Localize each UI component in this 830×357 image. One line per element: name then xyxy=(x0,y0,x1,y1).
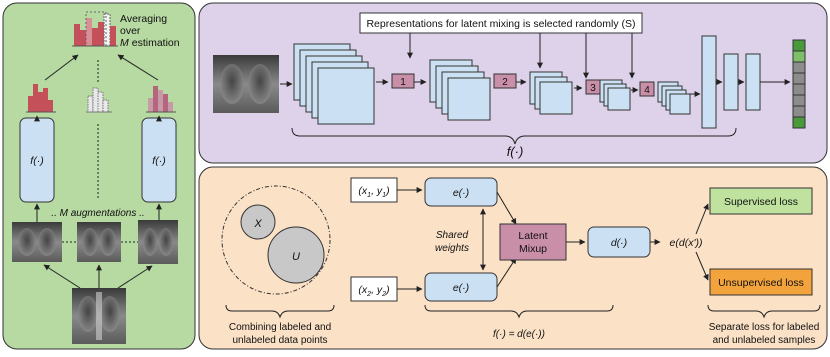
caption-left-line-2: unlabeled data points xyxy=(232,335,327,346)
caption-left-line-1: Combining labeled and xyxy=(229,322,331,333)
selection-note-text: Representations for latent mixing is sel… xyxy=(366,18,635,30)
histogram-left-icon xyxy=(26,84,56,113)
supervised-loss-label: Supervised loss xyxy=(724,196,798,208)
output-vector xyxy=(792,39,806,129)
decoder-label: d(·) xyxy=(611,237,627,249)
brace-left xyxy=(225,304,335,319)
fc-layer-1 xyxy=(701,35,717,129)
conv-block-5 xyxy=(657,81,691,115)
averaging-line-1: Averaging xyxy=(120,13,167,25)
pair-2-label: (x2, y2) xyxy=(358,284,389,298)
top-function-label: f(·) xyxy=(507,144,524,159)
supervised-loss-box xyxy=(709,187,813,215)
unsupervised-loss-label: Unsupervised loss xyxy=(718,277,804,289)
latent-mixup-line-2: Mixup xyxy=(519,243,547,255)
mix-marker-4-label: 4 xyxy=(644,85,650,96)
input-xray-bottom-image xyxy=(72,288,126,344)
conv-block-2 xyxy=(429,59,491,121)
mix-marker-1-label: 1 xyxy=(400,77,406,88)
averaging-line-2: over xyxy=(120,25,141,37)
arrow-input-to-aug3 xyxy=(117,265,153,289)
bottom-panel: X U (x1, y1) (x2, y2) e(·) e(·) Shared w… xyxy=(198,166,828,350)
encoder-bottom-label: e(·) xyxy=(453,282,469,294)
mix-marker-2-label: 2 xyxy=(502,77,508,88)
averaged-histogram-icon xyxy=(72,11,118,47)
shared-weights-line-1: Shared xyxy=(436,230,469,241)
latent-mixup-box xyxy=(499,223,567,261)
encoder-label-left: f(·) xyxy=(30,155,43,167)
histogram-middle-icon xyxy=(86,87,112,113)
caption-right-line-1: Separate loss for labeled xyxy=(709,322,820,333)
composition-label: e(d(x')) xyxy=(670,237,703,249)
conv-block-1 xyxy=(293,43,375,125)
brace-middle xyxy=(424,304,614,319)
mix-marker-2 xyxy=(493,73,517,89)
mix-marker-4 xyxy=(639,81,655,97)
arrow-right-hist-up xyxy=(117,54,159,81)
set-u-circle xyxy=(267,226,325,284)
augmentations-label: .. M augmentations .. xyxy=(51,208,144,219)
unsupervised-loss-box xyxy=(709,268,813,296)
histogram-right-icon xyxy=(146,86,176,113)
latent-mixup-line-1: Latent xyxy=(518,230,547,242)
mix-marker-1 xyxy=(391,73,415,89)
fc-layer-3 xyxy=(745,53,761,111)
top-brace xyxy=(291,127,737,145)
encoder-label-right: f(·) xyxy=(152,155,165,167)
m-symbol: M xyxy=(120,37,129,49)
mix-marker-3-label: 3 xyxy=(590,83,596,94)
encoder-top-label: e(·) xyxy=(453,187,469,199)
conv-block-3 xyxy=(529,71,573,115)
estimation-word: estimation xyxy=(132,37,180,49)
shared-weights-line-2: weights xyxy=(435,243,469,254)
set-x-circle xyxy=(240,204,276,240)
selection-note-box xyxy=(359,12,643,34)
augmented-xray-1-image xyxy=(12,222,62,262)
pair-1-label: (x1, y1) xyxy=(358,185,389,199)
conv-block-4 xyxy=(599,79,631,111)
set-u-label: U xyxy=(292,251,300,263)
arrow-left-hist-up xyxy=(44,54,79,81)
augmented-xray-2-image xyxy=(77,222,121,262)
top-panel: Representations for latent mixing is sel… xyxy=(198,2,828,164)
brace-right xyxy=(707,304,821,319)
input-xray-top-image xyxy=(213,55,279,113)
combined-set-circle xyxy=(221,185,331,295)
pair-2-box xyxy=(350,276,398,302)
caption-right-line-2: and unlabeled samples xyxy=(713,335,816,346)
set-x-label: X xyxy=(253,218,262,230)
caption-middle: f(·) = d(e(·)) xyxy=(493,329,545,340)
fc-layer-2 xyxy=(723,53,739,111)
arrow-input-to-aug1 xyxy=(43,264,81,289)
augmented-xray-3-image xyxy=(138,220,178,264)
